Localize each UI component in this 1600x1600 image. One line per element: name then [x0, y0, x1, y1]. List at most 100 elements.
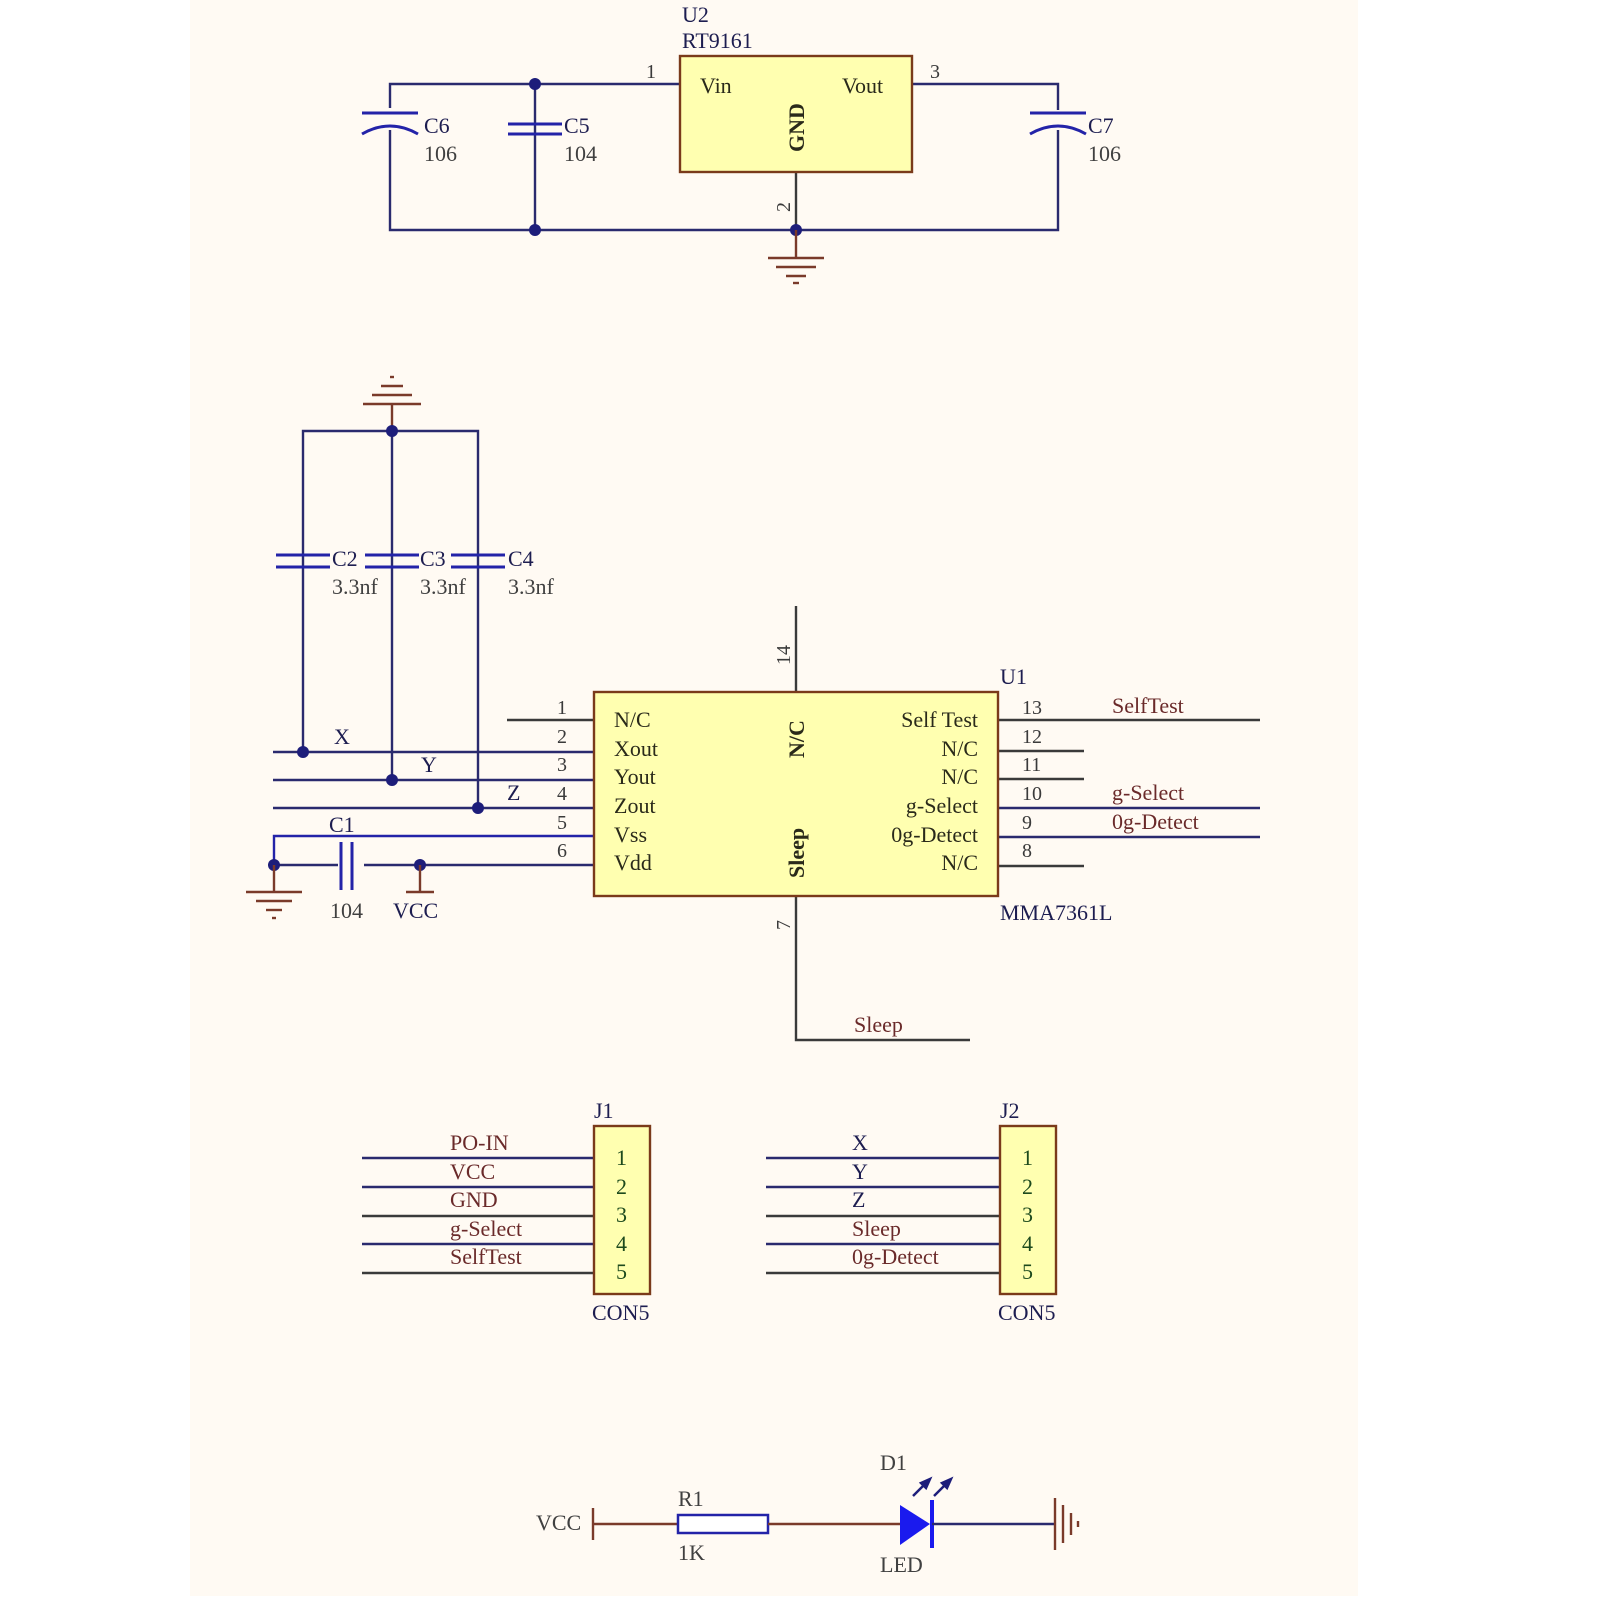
u1-pin-label: Xout [614, 736, 658, 761]
j1-net-label: PO-IN [450, 1130, 509, 1155]
regulator-ground-rail [388, 130, 1060, 232]
c6-designator: C6 [424, 113, 450, 138]
accelerometer-section: C2 3.3nf C3 3.3nf C4 3.3nf X Y Z [246, 375, 1260, 1042]
u1-pin-num: 4 [557, 783, 567, 805]
vss-net-wire [272, 834, 594, 865]
u1-pin-num: 6 [557, 840, 567, 862]
j1-net-label: GND [450, 1187, 498, 1212]
r1-value: 1K [678, 1540, 705, 1565]
led-circuit: VCC R1 1K D1 LED [536, 1450, 1080, 1577]
capacitor-c3[interactable]: C3 3.3nf [365, 546, 467, 599]
vcc-power-port: VCC [393, 865, 438, 923]
u1-pin-label: g-Select [906, 793, 978, 818]
u1-pin-label: Self Test [901, 707, 978, 732]
u2-vout-label: Vout [842, 73, 883, 98]
u1-pin-7-num: 7 [773, 920, 795, 930]
u1-pin-num: 8 [1022, 840, 1032, 862]
c5-value: 104 [564, 141, 597, 166]
resistor-r1[interactable]: R1 1K [676, 1486, 770, 1565]
c2-designator: C2 [332, 546, 358, 571]
regulator-chip-u2[interactable]: U2 RT9161 Vin Vout GND 1 2 3 [646, 2, 940, 212]
u2-part-number: RT9161 [682, 28, 753, 53]
d1-designator: D1 [880, 1450, 907, 1475]
u1-pin-label: Zout [614, 793, 656, 818]
j1-pin-num: 1 [616, 1145, 627, 1170]
sleep-net-wire [794, 896, 970, 1042]
j2-net-label: X [852, 1130, 868, 1155]
j1-pin-num: 4 [616, 1231, 627, 1256]
connector-j1[interactable]: J1 CON5 PO-IN VCC GND g-Select SelfTest … [362, 1098, 652, 1325]
j1-pin-num: 3 [616, 1202, 627, 1227]
junction-dot [529, 78, 541, 90]
led-diode-icon [900, 1505, 930, 1545]
vcc-label: VCC [393, 898, 438, 923]
d1-value: LED [880, 1552, 923, 1577]
u1-pin-label: Vdd [614, 850, 652, 875]
capacitor-c6[interactable]: C6 106 [361, 111, 457, 166]
j1-pin-num: 2 [616, 1174, 627, 1199]
accelerometer-chip-u1[interactable]: U1 MMA7361L N/C Xout Yout Zout Vss Vdd S… [592, 664, 1112, 925]
u2-pin-2: 2 [773, 202, 795, 212]
c3-value: 3.3nf [420, 574, 467, 599]
j2-net-label: Sleep [852, 1216, 901, 1241]
ground-icon [246, 865, 302, 920]
net-label-sleep: Sleep [854, 1012, 903, 1037]
junction-dot [472, 802, 484, 814]
u1-pin-label: 0g-Detect [891, 822, 978, 847]
j1-net-label: g-Select [450, 1216, 522, 1241]
light-emission-icon [912, 1476, 954, 1497]
led-d1[interactable]: D1 LED [880, 1450, 954, 1577]
j2-net-label: Z [852, 1187, 865, 1212]
u1-designator: U1 [1000, 664, 1027, 689]
j1-part: CON5 [592, 1300, 649, 1325]
capacitor-c5[interactable]: C5 104 [508, 113, 597, 166]
u1-pin-label: N/C [941, 764, 978, 789]
u2-gnd-label: GND [784, 103, 809, 152]
junction-dot [529, 224, 541, 236]
junction-dot [386, 425, 398, 437]
capacitor-c7[interactable]: C7 106 [1029, 111, 1121, 166]
j2-designator: J2 [1000, 1098, 1020, 1123]
j1-net-label: VCC [450, 1159, 495, 1184]
j2-net-label: Y [852, 1159, 868, 1184]
ground-icon [363, 375, 421, 431]
j2-pin-num: 1 [1022, 1145, 1033, 1170]
c5-designator: C5 [564, 113, 590, 138]
c7-designator: C7 [1088, 113, 1114, 138]
connector-j2[interactable]: J2 CON5 X Y Z Sleep 0g-Detect 1 2 3 4 5 [766, 1098, 1058, 1325]
c6-value: 106 [424, 141, 457, 166]
u1-pin-14-num: 14 [773, 645, 795, 665]
u1-pin-label: N/C [941, 736, 978, 761]
u1-pin-num: 12 [1022, 726, 1042, 748]
j2-pin-num: 3 [1022, 1202, 1033, 1227]
led-vcc-label: VCC [536, 1510, 581, 1535]
junction-dot [297, 746, 309, 758]
c4-value: 3.3nf [508, 574, 555, 599]
j1-net-label: SelfTest [450, 1244, 522, 1269]
net-label-x: X [334, 724, 350, 749]
j2-net-label: 0g-Detect [852, 1244, 939, 1269]
u1-pin-label: Vss [614, 822, 647, 847]
capacitor-c2[interactable]: C2 3.3nf [276, 546, 379, 599]
net-label-0g-detect: 0g-Detect [1112, 809, 1199, 834]
u1-pin-num: 1 [557, 697, 567, 719]
u1-pin-label: N/C [941, 850, 978, 875]
c2-value: 3.3nf [332, 574, 379, 599]
regulator-section: C6 106 C5 104 C7 106 [361, 2, 1121, 285]
j2-pin-num: 4 [1022, 1231, 1033, 1256]
c7-value: 106 [1088, 141, 1121, 166]
u1-pin-num: 5 [557, 812, 567, 834]
c4-designator: C4 [508, 546, 534, 571]
c1-designator: C1 [329, 812, 355, 837]
capacitor-c4[interactable]: C4 3.3nf [451, 546, 555, 599]
u1-pin-num: 10 [1022, 783, 1042, 805]
capacitor-c1[interactable]: C1 104 [329, 812, 364, 923]
u1-pin-num: 3 [557, 754, 567, 776]
u2-pin-1: 1 [646, 61, 656, 83]
j1-pin-num: 5 [616, 1259, 627, 1284]
u1-pin-num: 2 [557, 726, 567, 748]
u1-pin-num: 11 [1022, 754, 1041, 776]
u2-designator: U2 [682, 2, 709, 27]
net-label-z: Z [507, 780, 520, 805]
u1-pin-label: Yout [614, 764, 656, 789]
